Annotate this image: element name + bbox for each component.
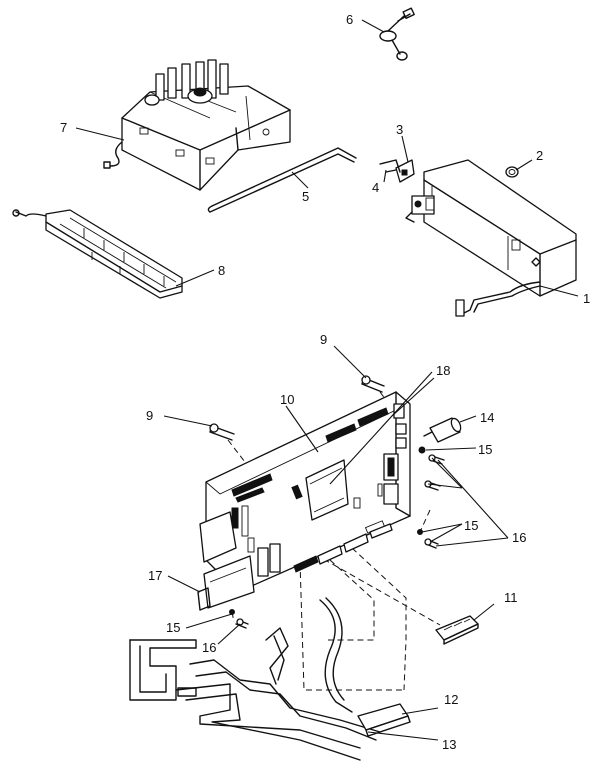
callout-17: 17 — [148, 568, 162, 583]
callout-6: 6 — [346, 12, 353, 27]
callout-labels: 1 2 3 4 5 6 7 8 9 9 10 11 12 13 14 15 15… — [60, 12, 590, 752]
callout-9-left: 9 — [146, 408, 153, 423]
part-8-carriage-rail — [12, 209, 183, 299]
callout-4: 4 — [372, 180, 379, 195]
part-6-connector — [379, 7, 415, 61]
callout-15-left: 15 — [166, 620, 180, 635]
callout-7: 7 — [60, 120, 67, 135]
callout-18: 18 — [436, 363, 450, 378]
part-17-daughter-card — [197, 511, 255, 611]
part-2-grommet — [505, 166, 519, 178]
part-1-power-supply — [405, 159, 577, 317]
callout-11: 11 — [504, 590, 518, 605]
callout-15-right: 15 — [478, 442, 492, 457]
callout-16-right: 16 — [512, 530, 526, 545]
part-14-cylinder — [423, 417, 462, 443]
callout-12: 12 — [444, 692, 458, 707]
part-12-13-cables — [129, 597, 411, 761]
part-11-connector — [435, 615, 479, 645]
callout-5: 5 — [302, 189, 309, 204]
callout-13: 13 — [442, 737, 456, 752]
part-5-rod — [207, 147, 357, 213]
leader-lines — [75, 19, 579, 741]
callout-2: 2 — [536, 148, 543, 163]
callout-14: 14 — [480, 410, 494, 425]
callout-10: 10 — [280, 392, 294, 407]
part-3-4-switch — [379, 159, 415, 183]
part-7-head-unit — [103, 59, 291, 191]
part-9-screws — [209, 375, 385, 441]
callout-16-left: 16 — [202, 640, 216, 655]
callout-15-mid: 15 — [464, 518, 478, 533]
callout-1: 1 — [583, 291, 590, 306]
callout-9-top: 9 — [320, 332, 327, 347]
callout-3: 3 — [396, 122, 403, 137]
callout-8: 8 — [218, 263, 225, 278]
